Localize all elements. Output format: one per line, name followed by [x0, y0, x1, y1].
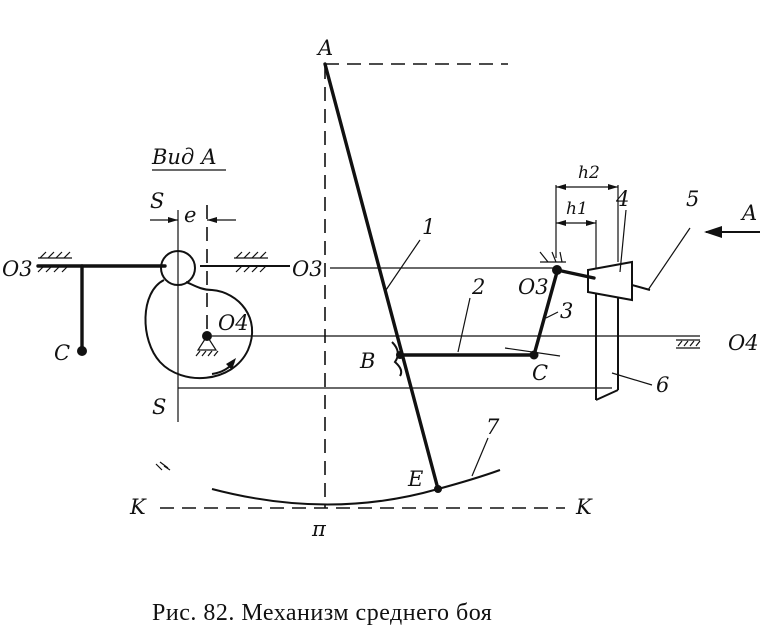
label-K-right: K — [575, 495, 593, 519]
mid-hatch-1 — [235, 251, 267, 259]
label-6: 6 — [656, 373, 669, 397]
e-arrow-right — [207, 217, 217, 223]
figure-caption: Рис. 82. Механизм среднего боя — [152, 600, 492, 626]
label-h1: h1 — [566, 199, 588, 219]
mid-hatch-2 — [235, 265, 267, 273]
label-3: 3 — [560, 299, 573, 323]
label-2: 2 — [471, 275, 485, 299]
label-E: E — [407, 467, 423, 491]
label-e: e — [184, 203, 196, 227]
leader-1 — [385, 239, 421, 291]
o4-support — [196, 334, 218, 351]
label-C-left: C — [54, 341, 70, 365]
h2-arrow-left — [556, 184, 566, 190]
label-A-top: A — [316, 36, 333, 60]
label-4: 4 — [615, 187, 629, 211]
leader-4 — [619, 209, 627, 273]
smudge-mark — [155, 461, 171, 471]
h1-arrow-left — [556, 220, 566, 226]
pivot-support — [539, 251, 563, 263]
point-C-left — [77, 346, 87, 356]
label-pi: π — [311, 517, 327, 541]
label-C-right: C — [532, 361, 548, 385]
label-B: B — [359, 349, 375, 373]
h1-arrow-right — [586, 220, 596, 226]
h2-arrow-right — [608, 184, 618, 190]
leader-2 — [457, 297, 471, 353]
rotation-arrowhead — [226, 358, 236, 370]
label-7: 7 — [486, 415, 500, 439]
label-S-top: S — [150, 189, 164, 213]
e-arrow-left — [168, 217, 178, 223]
arm-5 — [631, 284, 651, 291]
label-A-arrow: A — [740, 201, 757, 225]
label-O3-mid: O3 — [292, 257, 323, 281]
link-2-extension — [504, 347, 561, 357]
joint-B-mark — [391, 341, 403, 377]
label-O4-right: O4 — [728, 331, 759, 355]
label-5: 5 — [686, 187, 699, 211]
leader-5 — [647, 227, 691, 291]
label-h2: h2 — [578, 163, 600, 183]
label-O3-right: O3 — [518, 275, 549, 299]
label-O3-left: O3 — [2, 257, 33, 281]
leader-6 — [611, 372, 653, 386]
left-hatch-2 — [37, 265, 69, 273]
o4-support-hatch — [195, 350, 219, 357]
cam — [144, 279, 254, 380]
rod-1 — [323, 62, 440, 491]
point-B — [396, 351, 404, 359]
label-vid-a: Вид А — [151, 145, 217, 169]
leader-7 — [471, 437, 489, 477]
label-O4-center: O4 — [218, 311, 249, 335]
rod-6-bottom — [595, 389, 619, 401]
left-hatch-1 — [39, 251, 71, 259]
point-E — [434, 485, 442, 493]
leader-3 — [545, 311, 559, 319]
label-S-bottom: S — [152, 395, 166, 419]
label-K-left: K — [129, 495, 147, 519]
o4-hatch-marks — [677, 340, 701, 347]
view-arrow-head — [704, 226, 722, 238]
label-1: 1 — [422, 215, 435, 239]
slider-4 — [587, 260, 633, 302]
arc-7 — [211, 469, 501, 506]
lever-3 — [532, 270, 559, 357]
